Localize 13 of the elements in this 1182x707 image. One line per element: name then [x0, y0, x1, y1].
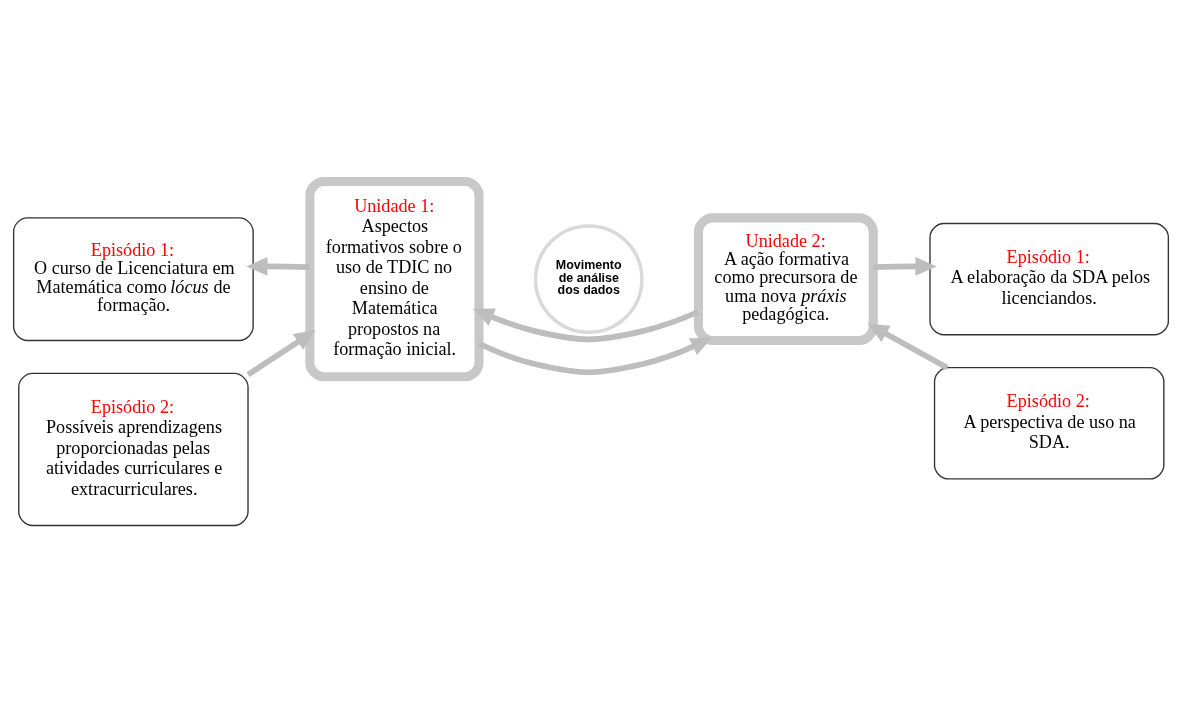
node-box: Episódio 1: A elaboração da SDA pelos licenciandos.: [929, 222, 1170, 336]
arrow: [873, 257, 937, 276]
arrow: [867, 323, 949, 371]
arrow: [246, 257, 310, 276]
arrow: [472, 308, 700, 343]
node-box: Unidade 2: A ação formativa como precursora de uma nova práxis pedagógica.: [693, 213, 878, 345]
node-box: Episódio 2: A perspectiva de uso na SDA.: [933, 367, 1165, 480]
node-box: Episódio 2: Possíveis aprendizagens proporcionadas pelas atividades curriculares e extracurriculares.: [18, 372, 249, 527]
arrow: [478, 337, 713, 376]
node-circle: Movimento de análise dos dados: [533, 224, 644, 335]
arrow: [246, 330, 316, 378]
node-box: Episódio 1: O curso de Licenciatura em Matemática como lócus de formação.: [12, 217, 254, 342]
node-box: Unidade 1: Aspectos formativos sobre o uso de TDIC no ensino de Matemática propostos na formação inicial.: [305, 177, 484, 382]
